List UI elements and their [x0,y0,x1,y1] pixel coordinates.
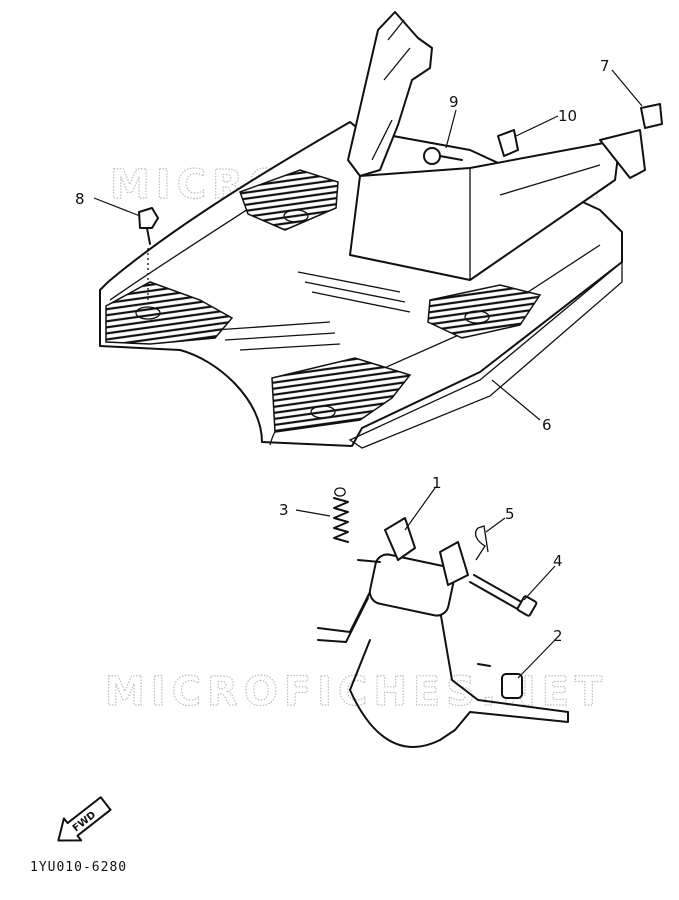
callout-7: 7 [600,57,610,75]
nut-7 [640,103,663,129]
callout-labels: 8 9 10 7 6 3 1 5 4 2 [75,57,610,645]
collar [501,673,523,699]
fwd-arrow-icon: FWD [57,796,112,842]
screw-9 [423,147,463,165]
footrest-board [99,11,646,449]
bolt-pivot [469,574,538,617]
callout-1: 1 [432,474,442,492]
callout-6: 6 [542,416,552,434]
clip [474,525,489,561]
leader-lines [93,69,643,679]
callout-8: 8 [75,190,85,208]
callout-9: 9 [449,93,459,111]
screw-8 [138,207,159,300]
nut-10 [497,129,519,157]
spring [333,487,349,543]
callout-2: 2 [553,627,563,645]
callout-10: 10 [558,107,577,125]
main-stand [317,517,569,748]
diagram-code: 1YU010-6280 [30,860,127,875]
callout-5: 5 [505,505,515,523]
callout-4: 4 [553,552,563,570]
callout-3: 3 [279,501,289,519]
